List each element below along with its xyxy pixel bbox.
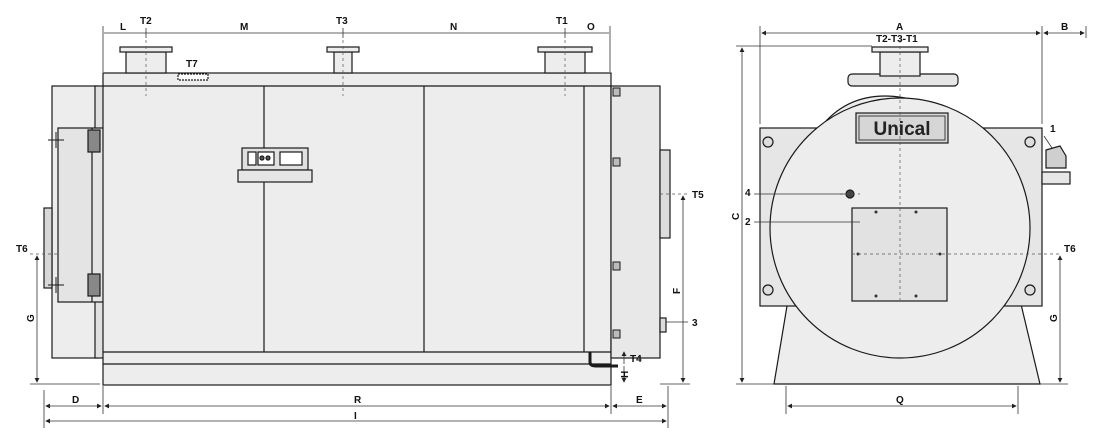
boiler-main-body	[102, 72, 612, 386]
door-hinge-bottom	[87, 273, 101, 297]
dim-label-E: E	[636, 395, 643, 406]
dim-label-C: C	[731, 213, 742, 220]
label-T2: T2	[140, 16, 152, 27]
nozzle-T3	[326, 46, 360, 74]
dim-label-O: O	[587, 22, 595, 33]
label-1: 1	[1050, 124, 1056, 135]
label-4: 4	[745, 188, 751, 199]
label-T5: T5	[692, 190, 704, 201]
dim-label-R: R	[354, 395, 362, 406]
dim-label-H: H	[620, 371, 631, 378]
rear-smoke-flange	[43, 207, 53, 289]
dim-label-L: L	[120, 22, 126, 33]
label-T7: T7	[186, 59, 198, 70]
dim-label-Q: Q	[896, 395, 904, 406]
front-lower-connector	[659, 317, 667, 333]
vent-T7	[177, 73, 209, 81]
front-door-square	[851, 207, 948, 302]
drain-pipe-T4	[588, 352, 618, 368]
dim-label-N: N	[450, 22, 457, 33]
front-view	[759, 46, 1071, 385]
dim-label-G: G	[26, 314, 37, 322]
label-T4: T4	[630, 354, 642, 365]
side-view	[43, 46, 671, 386]
dim-label-M: M	[240, 22, 248, 33]
dim-label-G-front: G	[1049, 314, 1060, 322]
label-T2-T3-T1: T2-T3-T1	[876, 34, 918, 45]
label-T6-front: T6	[1064, 244, 1076, 255]
control-panel	[237, 147, 313, 183]
label-2: 2	[745, 217, 751, 228]
label-T3: T3	[336, 16, 348, 27]
brand-plate	[855, 112, 949, 144]
label-3: 3	[692, 318, 698, 329]
burner-attachment	[1041, 145, 1071, 185]
front-door-housing	[610, 85, 661, 359]
dim-label-F: F	[672, 288, 683, 294]
dim-label-B: B	[1061, 22, 1068, 33]
label-T1: T1	[556, 16, 568, 27]
label-T6: T6	[16, 244, 28, 255]
dim-label-I: I	[354, 411, 357, 422]
door-bolt-holes	[856, 210, 942, 298]
brand-logo: Unical	[873, 119, 930, 140]
dim-label-A: A	[896, 22, 903, 33]
door-hinge-top	[87, 129, 101, 153]
dim-label-D: D	[72, 395, 79, 406]
